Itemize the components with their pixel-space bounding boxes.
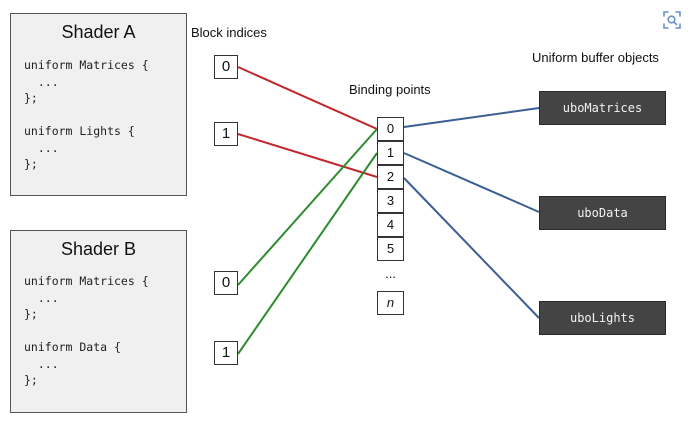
uniform-buffer-objects-label: Uniform buffer objects (532, 50, 659, 65)
zoom-icon[interactable] (660, 8, 684, 32)
binding-point-4: 4 (377, 213, 404, 237)
shader-b-box: Shader B uniform Matrices { ... }; unifo… (10, 230, 187, 413)
binding-points-label: Binding points (349, 82, 431, 97)
block-indices-label: Block indices (191, 25, 267, 40)
shader-a-code: uniform Matrices { ... }; uniform Lights… (24, 58, 149, 171)
shader-a-block-index-1: 1 (214, 122, 238, 146)
link-bp2-to-ubo-lights (403, 177, 540, 319)
link-shader-a-block1-to-bp2 (237, 133, 378, 178)
link-shader-b-block1-to-bp1 (237, 152, 378, 355)
shader-b-code: uniform Matrices { ... }; uniform Data {… (24, 274, 149, 387)
link-bp1-to-ubo-data (403, 152, 540, 213)
binding-point-n: n (377, 291, 404, 315)
link-shader-b-block0-to-bp0 (237, 128, 378, 286)
binding-point-1: 1 (377, 141, 404, 165)
binding-point-2: 2 (377, 165, 404, 189)
link-shader-a-block0-to-bp0 (237, 66, 378, 130)
binding-point-0: 0 (377, 117, 404, 141)
ubo-matrices: uboMatrices (539, 91, 666, 125)
shader-b-block-index-0: 0 (214, 271, 238, 295)
link-bp0-to-ubo-matrices (403, 107, 540, 128)
shader-b-title: Shader B (60, 239, 137, 259)
shader-a-links (237, 66, 378, 178)
ubo-lights: uboLights (539, 301, 666, 335)
ubo-data: uboData (539, 196, 666, 230)
shader-a-title: Shader A (61, 22, 136, 42)
shader-a-box: Shader A uniform Matrices { ... }; unifo… (10, 13, 187, 196)
binding-point-3: 3 (377, 189, 404, 213)
binding-points-ellipsis: ... (385, 266, 396, 281)
ubo-links (403, 107, 540, 319)
binding-point-5: 5 (377, 237, 404, 261)
shader-b-links (237, 128, 378, 355)
shader-a-block-index-0: 0 (214, 55, 238, 79)
shader-b-block-index-1: 1 (214, 341, 238, 365)
